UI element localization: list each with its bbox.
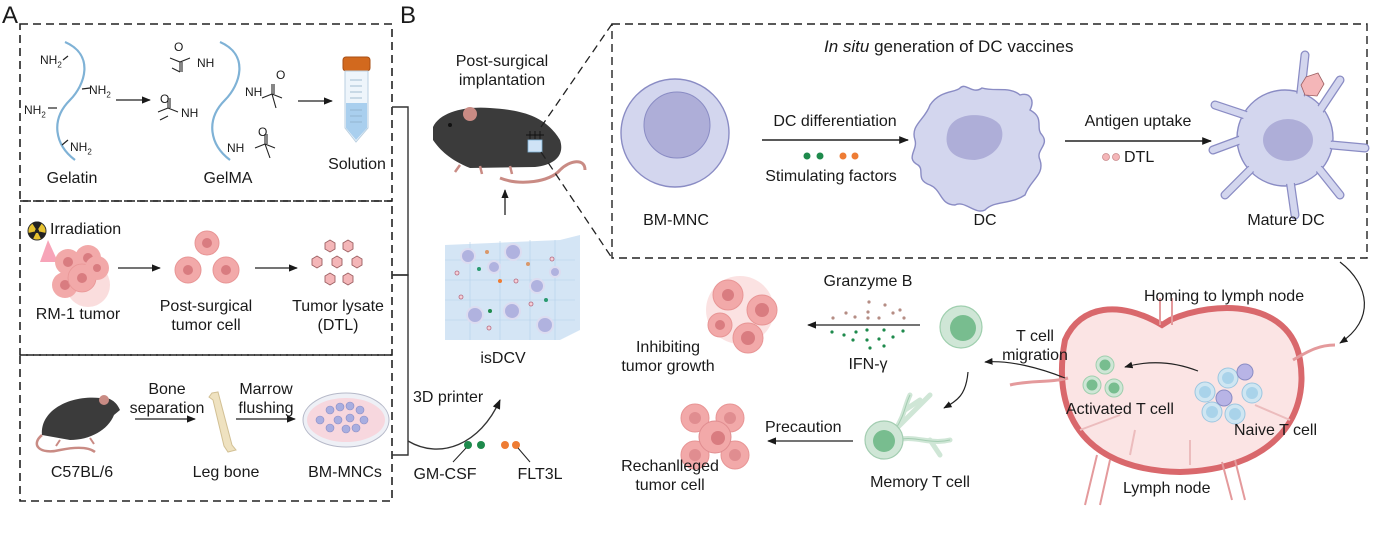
gelma-nh-4: NH (227, 141, 245, 155)
ifn-dots (830, 328, 905, 350)
gelma-o-3: O (160, 92, 170, 106)
bmmncs-label: BM-MNCs (308, 464, 382, 481)
gelma-chain (157, 40, 283, 161)
flt3l-dots-icon (501, 441, 531, 463)
irradiation-beam (40, 240, 58, 262)
mature-dc-icon (1208, 50, 1370, 220)
implanted-mouse-icon (433, 107, 587, 184)
insitu-box (611, 23, 1368, 259)
arrow-memory (943, 371, 969, 409)
arrow-homing (1339, 261, 1365, 344)
gelma-nh-2: NH (245, 85, 263, 99)
rm1-tumor-icon (52, 245, 110, 307)
rm1-tumor-label: RM-1 tumor (35, 306, 121, 323)
inhibited-tumor-icon (706, 276, 778, 354)
memory-tcell-label: Memory T cell (870, 474, 970, 491)
gmcsf-label: GM-CSF (413, 466, 477, 483)
zoom-lines (540, 23, 613, 259)
isdcv-scaffold-icon (445, 235, 580, 340)
arrow-3d-printer (407, 399, 501, 450)
dc-label: DC (973, 212, 997, 229)
petri-dish-icon (302, 392, 390, 448)
gelma-o-2: O (276, 68, 286, 82)
precaution-label: Precaution (765, 419, 842, 436)
c57-label: C57BL/6 (50, 464, 114, 481)
gelatin-chain (48, 40, 91, 161)
dc-differentiation-label: DC differentiation (773, 113, 897, 130)
activated-tcell-label: Activated T cell (1066, 401, 1174, 418)
gelatin-label: Gelatin (46, 170, 98, 187)
stimulating-factor-dots (803, 152, 859, 160)
ifn-gamma-label: IFN-γ (848, 356, 888, 373)
granzyme-label: Granzyme B (823, 273, 913, 290)
gelatin-nh2-3: NH2 (24, 103, 46, 120)
box-bmmnc (19, 354, 393, 502)
leg-bone-label: Leg bone (192, 464, 260, 481)
isdcv-label: isDCV (480, 350, 526, 367)
antigen-hexagon-icon (1300, 72, 1325, 97)
gmcsf-dots-icon (452, 441, 485, 463)
dtl-dots (1102, 153, 1120, 161)
postsurgical-cells-icon (174, 230, 240, 284)
arrow-tcell-migration (984, 358, 1066, 379)
gelatin-nh2-2: NH2 (89, 83, 111, 100)
tumor-lysate-label: Tumor lysate(DTL) (292, 298, 384, 334)
activated-t-cells (1082, 355, 1124, 398)
memory-t-cell-icon (864, 392, 953, 460)
insitu-title: In situ generation of DC vaccines (824, 37, 1074, 56)
leg-bone-icon (208, 391, 237, 453)
irradiation-label: Irradiation (50, 221, 122, 238)
lymph-node-label: Lymph node (1123, 480, 1211, 497)
gelma-label: GelMA (203, 170, 253, 187)
lymph-node-icon (1009, 298, 1336, 506)
bmmnc-label: BM-MNC (643, 212, 709, 229)
dtl-hexagons-icon (311, 239, 363, 286)
panel-a-letter: A (2, 2, 19, 29)
falcon-tube-icon (342, 56, 371, 143)
solution-label: Solution (328, 156, 386, 173)
3d-printer-label: 3D printer (413, 389, 484, 406)
box-tumor-lysate (19, 200, 393, 356)
panel-a-frame (19, 23, 393, 502)
naive-t-cells (1194, 363, 1263, 425)
radiation-icon (27, 221, 47, 241)
bmmnc-cell-icon (620, 78, 730, 188)
dtl-label: DTL (1124, 149, 1155, 166)
mature-dc-label: Mature DC (1247, 212, 1325, 229)
flt3l-label: FLT3L (517, 466, 563, 483)
granzyme-dots (831, 300, 906, 320)
stimulating-factors-label: Stimulating factors (765, 168, 897, 185)
gelma-o-4: O (258, 125, 268, 139)
gelma-nh-3: NH (181, 106, 199, 120)
dc-cell-icon (911, 85, 1046, 212)
gelatin-nh2-1: NH2 (40, 53, 62, 70)
effector-t-cell-icon (939, 305, 983, 349)
homing-label: Homing to lymph node (1144, 288, 1305, 305)
bracket-lines (392, 106, 501, 456)
gelatin-nh2-4: NH2 (70, 140, 92, 157)
arrow-activation (1124, 361, 1199, 372)
naive-tcell-label: Naive T cell (1234, 422, 1317, 439)
gelma-o-1: O (174, 40, 184, 54)
mouse-c57-icon (35, 395, 120, 454)
rechallenged-tumor-icon (680, 403, 750, 470)
panel-b-letter: B (400, 2, 417, 29)
antigen-uptake-label: Antigen uptake (1084, 113, 1192, 130)
gelma-nh-1: NH (197, 56, 215, 70)
